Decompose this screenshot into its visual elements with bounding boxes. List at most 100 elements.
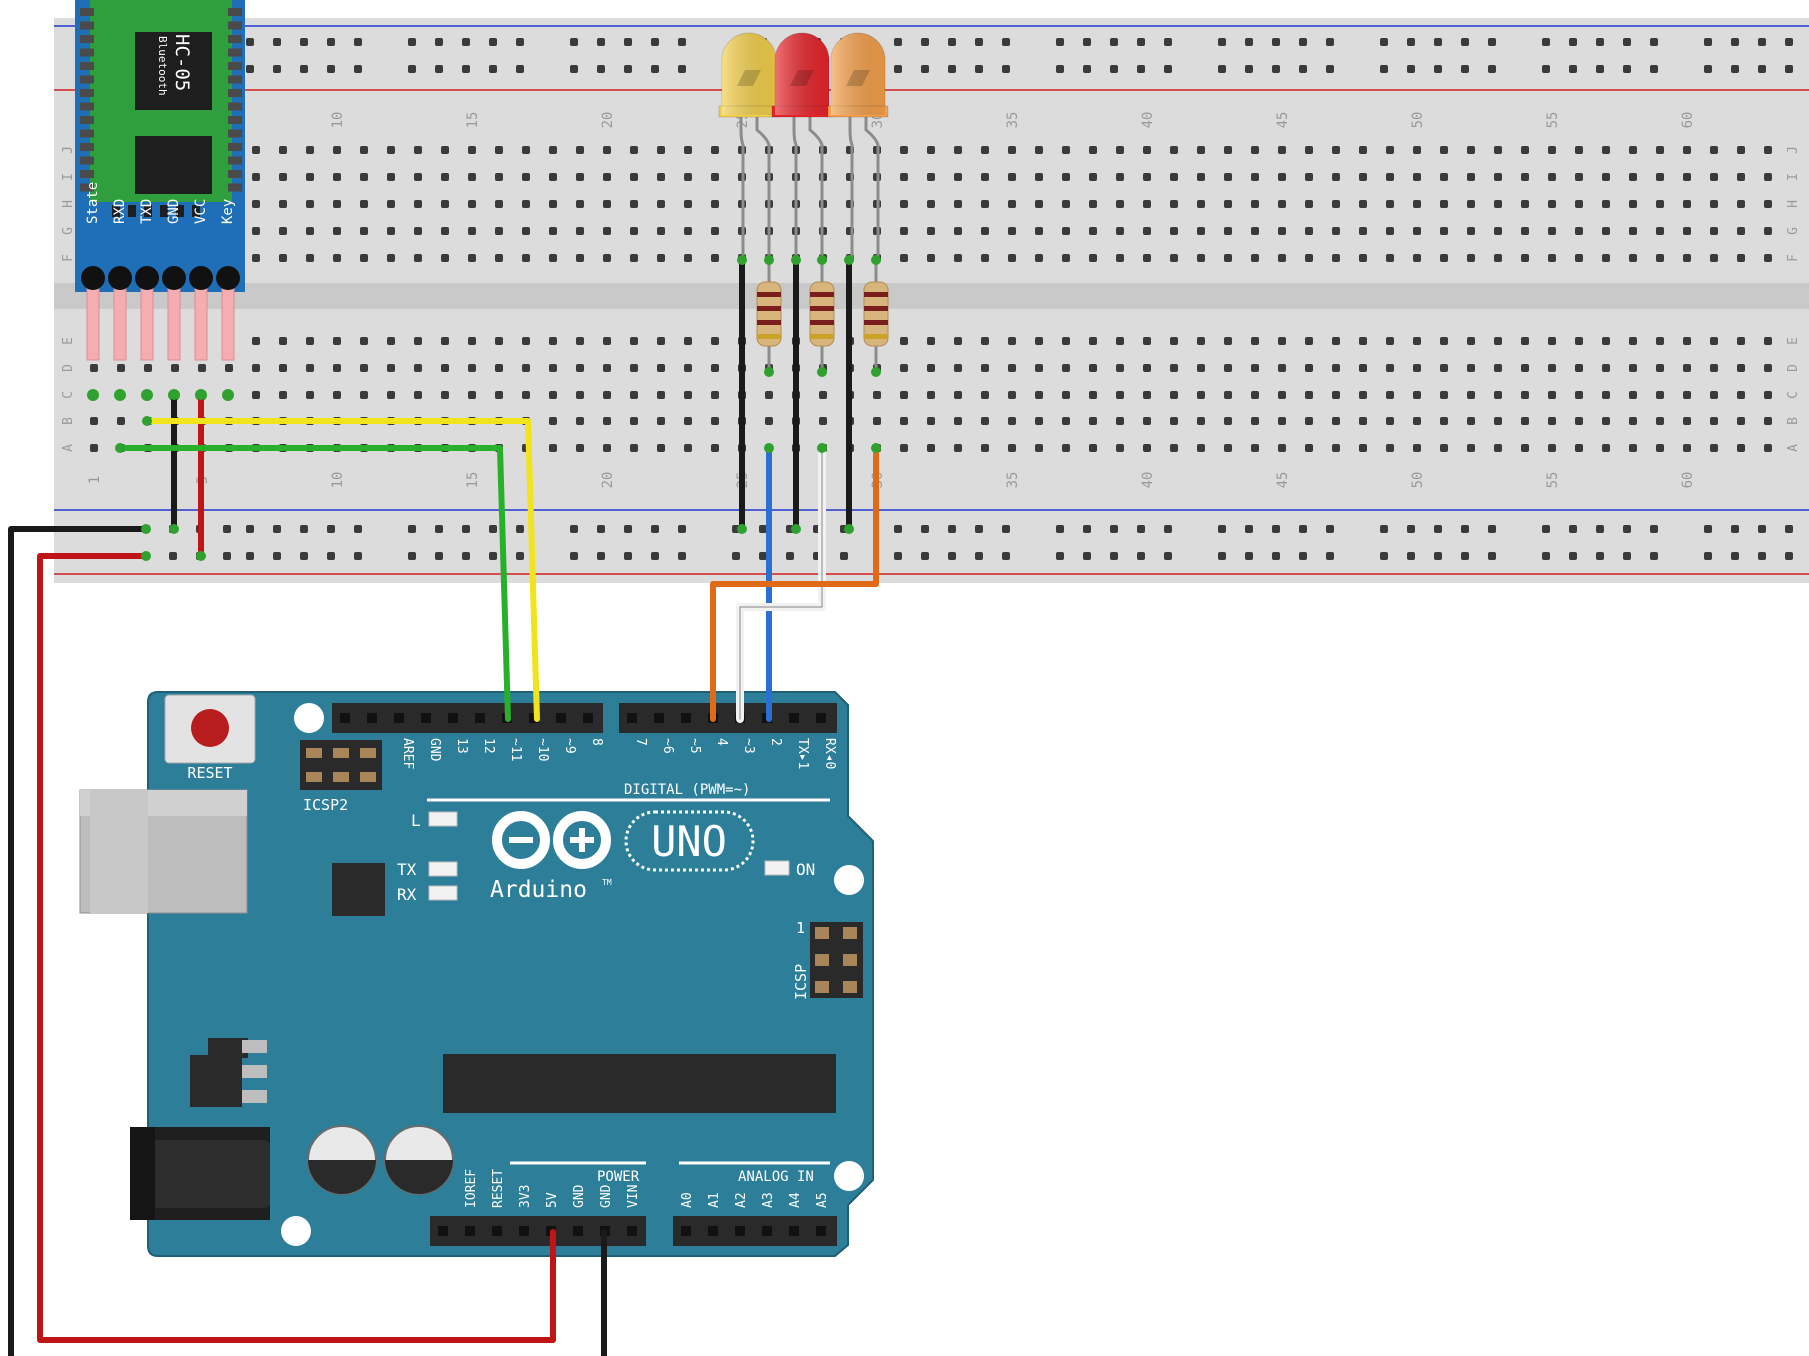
breadboard-hole [441, 364, 449, 372]
breadboard-hole [576, 391, 584, 399]
reset-label: RESET [187, 764, 232, 782]
breadboard-hole [1575, 444, 1583, 452]
breadboard-hole [279, 173, 287, 181]
breadboard-hole [1683, 444, 1691, 452]
breadboard-hole [441, 254, 449, 262]
breadboard-hole [1251, 337, 1259, 345]
column-number: 50 [1410, 112, 1426, 129]
orange-led [827, 32, 889, 260]
breadboard-hole [360, 227, 368, 235]
row-letter: H [1786, 200, 1801, 208]
breadboard-hole [1494, 364, 1502, 372]
breadboard-hole [1386, 146, 1394, 154]
rail-hole [1056, 38, 1064, 46]
breadboard-hole [1494, 200, 1502, 208]
row-letter: B [1786, 417, 1801, 425]
breadboard-hole [1197, 337, 1205, 345]
connected-hole [169, 390, 179, 400]
reset-button[interactable] [164, 694, 256, 764]
breadboard-hole [252, 227, 260, 235]
rail-hole [732, 552, 740, 560]
breadboard-hole [1035, 444, 1043, 452]
hc05-pin-label: State [85, 182, 101, 224]
breadboard-hole [684, 173, 692, 181]
uno-badge-outline [624, 810, 755, 872]
castellation-pad [80, 156, 94, 165]
rail-hole [516, 525, 524, 533]
breadboard-hole [1278, 173, 1286, 181]
castellation-pad [80, 21, 94, 30]
breadboard-hole [117, 417, 125, 425]
rail-hole [1758, 65, 1766, 73]
rail-hole [408, 65, 416, 73]
breadboard-hole [1332, 337, 1340, 345]
breadboard-hole [927, 364, 935, 372]
rail-hole [516, 65, 524, 73]
resistors [756, 258, 889, 372]
breadboard-hole [1602, 173, 1610, 181]
breadboard-hole [117, 364, 125, 372]
castellation-pad [80, 143, 94, 151]
breadboard-hole [198, 364, 206, 372]
breadboard-hole [657, 200, 665, 208]
breadboard-hole [1197, 364, 1205, 372]
castellation-pad [228, 116, 242, 124]
rail-hole [1380, 525, 1388, 533]
breadboard-hole [549, 200, 557, 208]
castellation-pad [80, 62, 94, 70]
digital-pin-label: ~10 [535, 738, 550, 761]
breadboard-hole [279, 227, 287, 235]
castellation-pad [176, 205, 184, 217]
column-number: 15 [465, 112, 481, 129]
breadboard-hole [1062, 173, 1070, 181]
breadboard-hole [1116, 254, 1124, 262]
rail-hole [1002, 38, 1010, 46]
breadboard-hole [1170, 254, 1178, 262]
breadboard-hole [441, 173, 449, 181]
rail-hole [462, 525, 470, 533]
header-hole [708, 1226, 718, 1236]
breadboard-hole [1413, 146, 1421, 154]
breadboard-hole [1359, 146, 1367, 154]
rail-hole [1137, 38, 1145, 46]
rail-hole [1164, 38, 1172, 46]
connected-hole [764, 443, 774, 453]
breadboard-hole [1710, 200, 1718, 208]
breadboard-hole [981, 391, 989, 399]
hc05-pin-header [108, 266, 132, 290]
breadboard-hole [1413, 254, 1421, 262]
header-hole [367, 713, 377, 723]
breadboard-hole [1494, 417, 1502, 425]
header-hole [627, 713, 637, 723]
rail-hole [1407, 525, 1415, 533]
wire-hc05-txd-to-d10 [144, 418, 540, 722]
connected-hole [817, 367, 827, 377]
breadboard-hole [549, 364, 557, 372]
rail-hole [1164, 525, 1172, 533]
rail-hole [246, 38, 254, 46]
rail-hole [921, 552, 929, 560]
breadboard-hole [1602, 146, 1610, 154]
rail-hole [273, 65, 281, 73]
rail-hole [1704, 552, 1712, 560]
breadboard-hole [1413, 227, 1421, 235]
rail-hole [1272, 65, 1280, 73]
breadboard-hole [414, 337, 422, 345]
breadboard-hole [657, 227, 665, 235]
connected-hole [737, 255, 747, 265]
breadboard-hole [981, 417, 989, 425]
breadboard-hole [1170, 227, 1178, 235]
rail-hole [300, 38, 308, 46]
breadboard-hole [630, 173, 638, 181]
breadboard-hole [1143, 200, 1151, 208]
rail-hole [354, 38, 362, 46]
breadboard-hole [1575, 364, 1583, 372]
breadboard-hole [1656, 391, 1664, 399]
hc05-pin-label: Key [220, 199, 236, 224]
breadboard-hole [1521, 254, 1529, 262]
breadboard-hole [1116, 337, 1124, 345]
rail-hole [651, 65, 659, 73]
castellation-pad [80, 75, 94, 84]
breadboard-hole [1008, 337, 1016, 345]
led-on-label: ON [796, 860, 815, 879]
